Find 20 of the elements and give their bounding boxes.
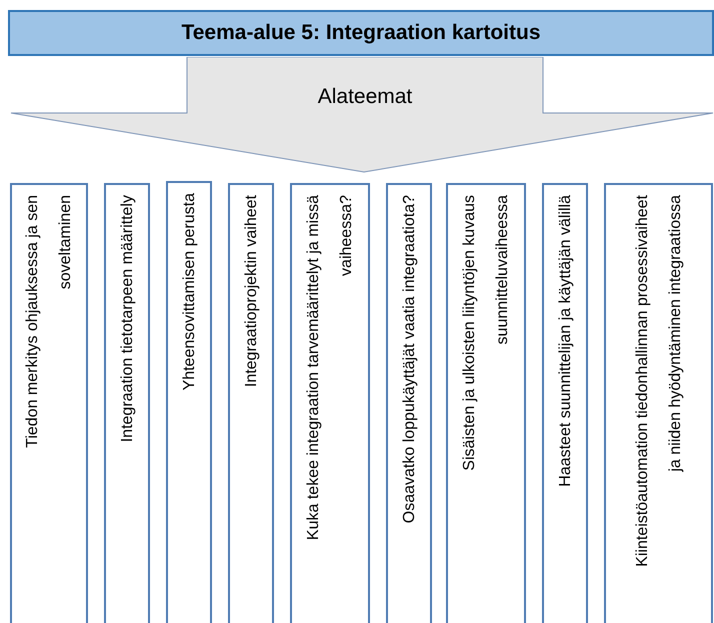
subtopic-column [446, 183, 526, 623]
subtopic-column [10, 183, 88, 623]
subtopic-text: Osaavatko loppukäyttäjät vaatia integraatiota? [400, 195, 418, 524]
subtopic-column [542, 183, 588, 623]
subtopic-column [104, 183, 150, 623]
subtopic-column [290, 183, 370, 623]
arrow-label: Alateemat [318, 84, 412, 110]
subtopic-column [166, 181, 212, 623]
title-text: Teema-alue 5: Integraation kartoitus [181, 20, 541, 46]
subtopic-text: Integraation tietotarpeen määrittely [118, 195, 136, 442]
subtopic-text: Tiedon merkitys ohjauksessa ja sen soveltaminen [23, 195, 75, 450]
subtopic-column [604, 183, 713, 623]
subtopic-column [386, 183, 432, 623]
subtopic-text: Haasteet suunnittelijan ja käyttäjän välillä [556, 195, 574, 487]
subtopic-text: Kuka tekee integraation tarvemäärittelyt ja missä vaiheessa? [304, 195, 356, 542]
subtopic-text: Integraatioprojektin vaiheet [242, 195, 260, 388]
subtopic-column [228, 183, 274, 623]
subtopic-text: Yhteensovittamisen perusta [180, 193, 198, 390]
down-arrow-shape [10, 57, 714, 173]
title-bar [8, 10, 714, 56]
